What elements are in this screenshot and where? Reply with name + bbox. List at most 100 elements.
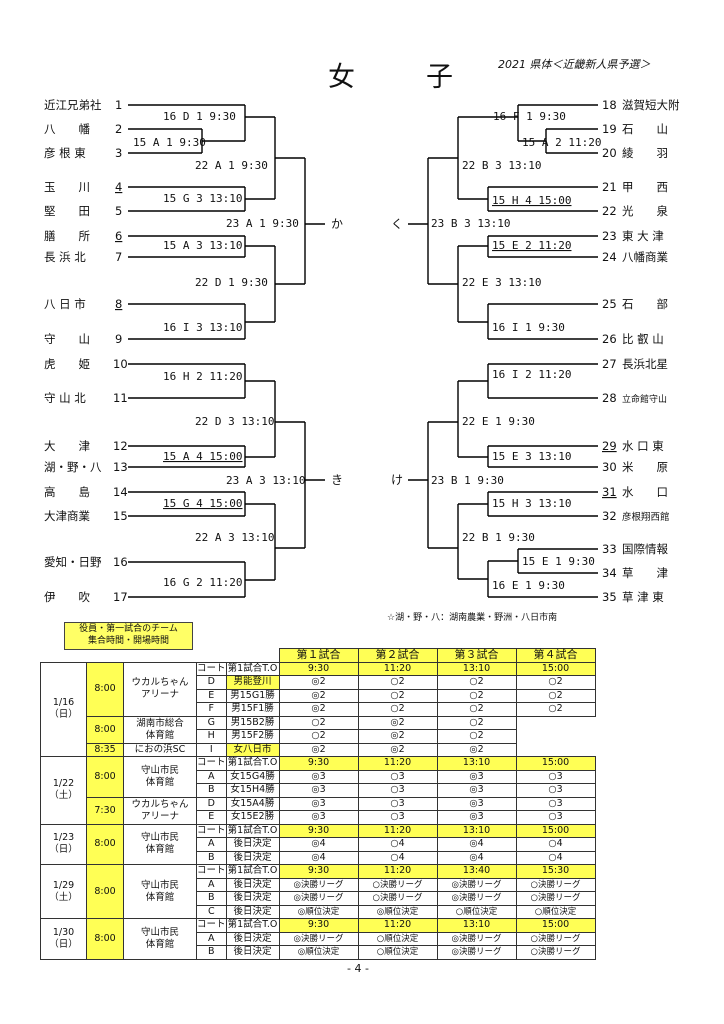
match-label: 16 E 1 9:30 <box>492 579 565 592</box>
first-team: 男能登川 <box>225 675 280 690</box>
court-letter: B <box>196 850 227 865</box>
game-cell: ◎2 <box>357 715 438 730</box>
court-letter: A <box>196 931 227 946</box>
first-team: 女15A4勝 <box>225 796 280 811</box>
team-name: 高 島 <box>44 485 90 499</box>
game-cell: ○2 <box>357 702 438 717</box>
first-game-header: 第1試合T.O <box>225 918 280 933</box>
game-time: 13:10 <box>436 756 517 771</box>
game-time: 9:30 <box>278 823 359 838</box>
match-label: 22 D 3 13:10 <box>195 415 274 428</box>
game-cell: ◎2 <box>278 702 359 717</box>
team-name: 光 泉 <box>622 204 668 218</box>
first-team: 女15E2勝 <box>225 810 280 825</box>
game-cell: ○決勝リーグ <box>357 877 438 892</box>
team-number: 18 <box>602 98 617 112</box>
game-cell: ○2 <box>515 675 596 690</box>
team-name: 立命館守山 <box>622 393 667 405</box>
match-label: 22 B 3 13:10 <box>462 159 541 172</box>
game-cell: ◎4 <box>436 850 517 865</box>
game-time: 15:00 <box>515 661 596 676</box>
court-letter: B <box>196 783 227 798</box>
venue-cell: におの浜SC <box>123 742 197 757</box>
venue-name: 体育館 <box>145 938 175 950</box>
team-number: 20 <box>602 146 617 160</box>
team-number: 10 <box>113 357 128 371</box>
game-cell: ◎決勝リーグ <box>278 891 359 906</box>
first-team: 女15H4勝 <box>225 783 280 798</box>
meet-time: 8:00 <box>86 715 124 744</box>
game-cell: ◎決勝リーグ <box>436 891 517 906</box>
first-game-header: 第1試合T.O <box>225 756 280 771</box>
match-label: 15 A 2 11:20 <box>522 136 601 149</box>
game-cell: ○3 <box>357 810 438 825</box>
court-letter: E <box>196 810 227 825</box>
team-number: 25 <box>602 297 617 311</box>
venue-cell: ウカルちゃんアリーナ <box>123 796 197 825</box>
team-name: 比 叡 山 <box>622 332 664 346</box>
venue-name: 守山市民 <box>140 879 179 891</box>
game-cell: ○決勝リーグ <box>515 877 596 892</box>
team-name: 水 口 <box>622 485 668 499</box>
court-letter: E <box>196 688 227 703</box>
date: 1/22 <box>52 778 75 790</box>
blank-cell <box>516 730 595 744</box>
game-cell: ○順位決定 <box>515 904 596 919</box>
game-cell: ◎3 <box>436 810 517 825</box>
game-time: 11:20 <box>357 864 438 879</box>
court-letter: C <box>196 904 227 919</box>
game-time: 13:10 <box>436 823 517 838</box>
game-header: 第３試合 <box>436 648 517 663</box>
team-number: 27 <box>602 357 617 371</box>
match-label: 23 A 1 9:30 <box>226 217 299 230</box>
game-cell: ○決勝リーグ <box>357 891 438 906</box>
match-label: 15 A 3 13:10 <box>163 239 242 252</box>
match-label: 15 G 4 15:00 <box>163 497 242 510</box>
venue-name: 体育館 <box>145 776 175 788</box>
team-number: 11 <box>113 391 128 405</box>
court-letter: H <box>196 729 227 744</box>
court-letter: A <box>196 769 227 784</box>
game-time: 13:40 <box>436 864 517 879</box>
game-cell: ◎決勝リーグ <box>436 877 517 892</box>
match-label: 22 B 1 9:30 <box>462 531 535 544</box>
venue-name: 体育館 <box>145 729 175 741</box>
game-cell: ◎順位決定 <box>278 904 359 919</box>
match-label: 16 I 3 13:10 <box>163 321 242 334</box>
game-cell: ○2 <box>278 729 359 744</box>
blank-cell <box>41 649 280 663</box>
team-number: 8 <box>115 297 122 311</box>
weekday: （土） <box>49 790 78 802</box>
team-name: 湖・野・八 <box>44 460 102 474</box>
team-number: 4 <box>115 180 122 194</box>
team-number: 1 <box>115 98 122 112</box>
team-number: 12 <box>113 439 128 453</box>
game-cell: ◎3 <box>436 783 517 798</box>
game-cell: ◎3 <box>436 769 517 784</box>
game-cell: ◎決勝リーグ <box>278 931 359 946</box>
team-number: 31 <box>602 485 617 499</box>
game-time: 9:30 <box>278 918 359 933</box>
team-number: 35 <box>602 590 617 604</box>
venue-cell: 守山市民体育館 <box>123 756 197 798</box>
meet-time: 8:00 <box>86 918 124 960</box>
game-time: 11:20 <box>357 661 438 676</box>
game-cell: ○2 <box>436 702 517 717</box>
team-name: 伊 吹 <box>44 590 90 604</box>
game-cell: ◎順位決定 <box>357 904 438 919</box>
date: 1/16 <box>52 697 75 709</box>
game-cell: ○2 <box>357 688 438 703</box>
team-number: 28 <box>602 391 617 405</box>
team-number: 6 <box>115 229 122 243</box>
court-header: コート <box>196 864 227 879</box>
first-team: 後日決定 <box>225 945 280 960</box>
weekday: （日） <box>49 938 78 950</box>
game-cell: ◎2 <box>278 675 359 690</box>
match-label: 16 F 1 9:30 <box>493 110 566 123</box>
game-cell: ○3 <box>357 796 438 811</box>
team-name: 彦根翔西館 <box>622 511 670 523</box>
